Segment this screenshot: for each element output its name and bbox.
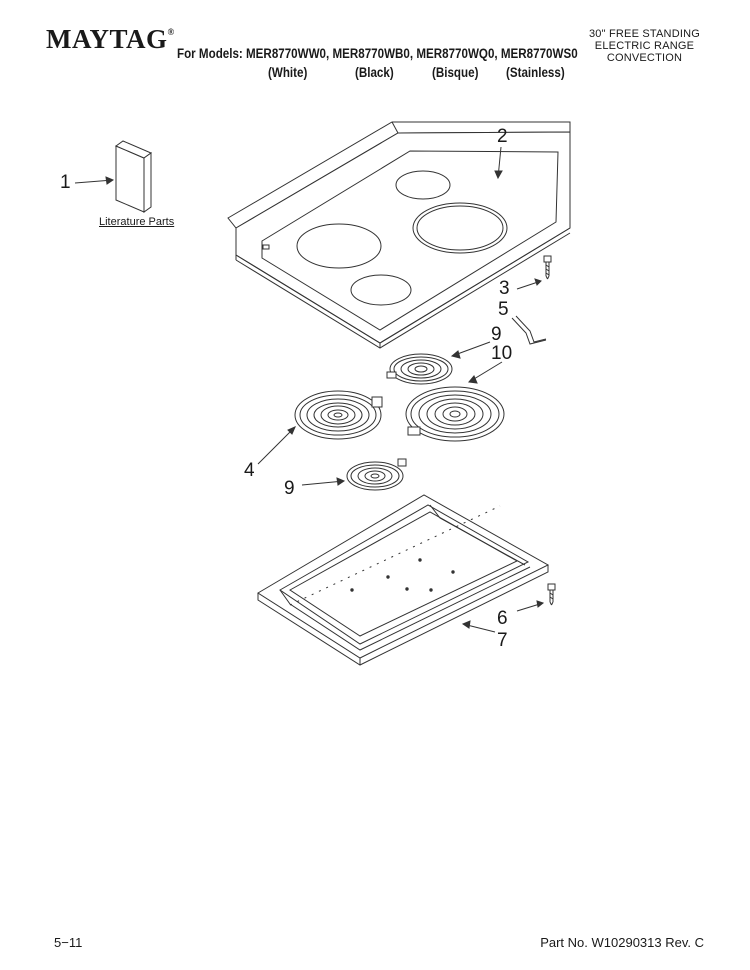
- color-stainless: (Stainless): [506, 65, 565, 80]
- surface-element-large: [405, 386, 505, 442]
- registered-mark: ®: [167, 27, 175, 37]
- cooktop: [227, 121, 571, 349]
- product-type: 30" FREE STANDING ELECTRIC RANGE CONVECT…: [589, 28, 700, 64]
- callout-9-bottom: 9: [284, 478, 295, 499]
- brand-name: MAYTAG: [46, 24, 168, 54]
- callout-1: 1: [60, 172, 71, 193]
- product-type-line-1: 30" FREE STANDING: [588, 28, 700, 40]
- literature-booklet: [74, 140, 153, 213]
- screw-3: [543, 255, 552, 280]
- burner-box: [257, 494, 550, 666]
- surface-element-small-top: [386, 353, 453, 385]
- surface-element-dual: [294, 390, 383, 440]
- callout-4: 4: [244, 460, 255, 481]
- color-bisque: (Bisque): [432, 65, 479, 80]
- color-white: (White): [268, 65, 308, 80]
- callout-6: 6: [497, 608, 508, 629]
- models-line: For Models: MER8770WW0, MER8770WB0, MER8…: [177, 46, 578, 61]
- callout-7: 7: [497, 630, 508, 651]
- callout-2: 2: [497, 126, 508, 147]
- screw-6: [547, 583, 556, 606]
- callout-10: 10: [491, 343, 513, 364]
- surface-element-small-bottom: [346, 458, 407, 491]
- callout-5: 5: [498, 299, 509, 320]
- page-number: 5−11: [54, 935, 83, 950]
- literature-parts-label: Literature Parts: [99, 216, 175, 228]
- bracket-5: [511, 315, 547, 345]
- product-type-line-2: ELECTRIC RANGE: [594, 40, 695, 52]
- product-type-line-3: CONVECTION: [606, 52, 683, 64]
- brand-logo: MAYTAG®: [46, 24, 175, 55]
- part-number: Part No. W10290313 Rev. C: [540, 935, 704, 950]
- color-black: (Black): [355, 65, 394, 80]
- callout-3: 3: [499, 278, 510, 299]
- callout-9-top: 9: [491, 324, 502, 345]
